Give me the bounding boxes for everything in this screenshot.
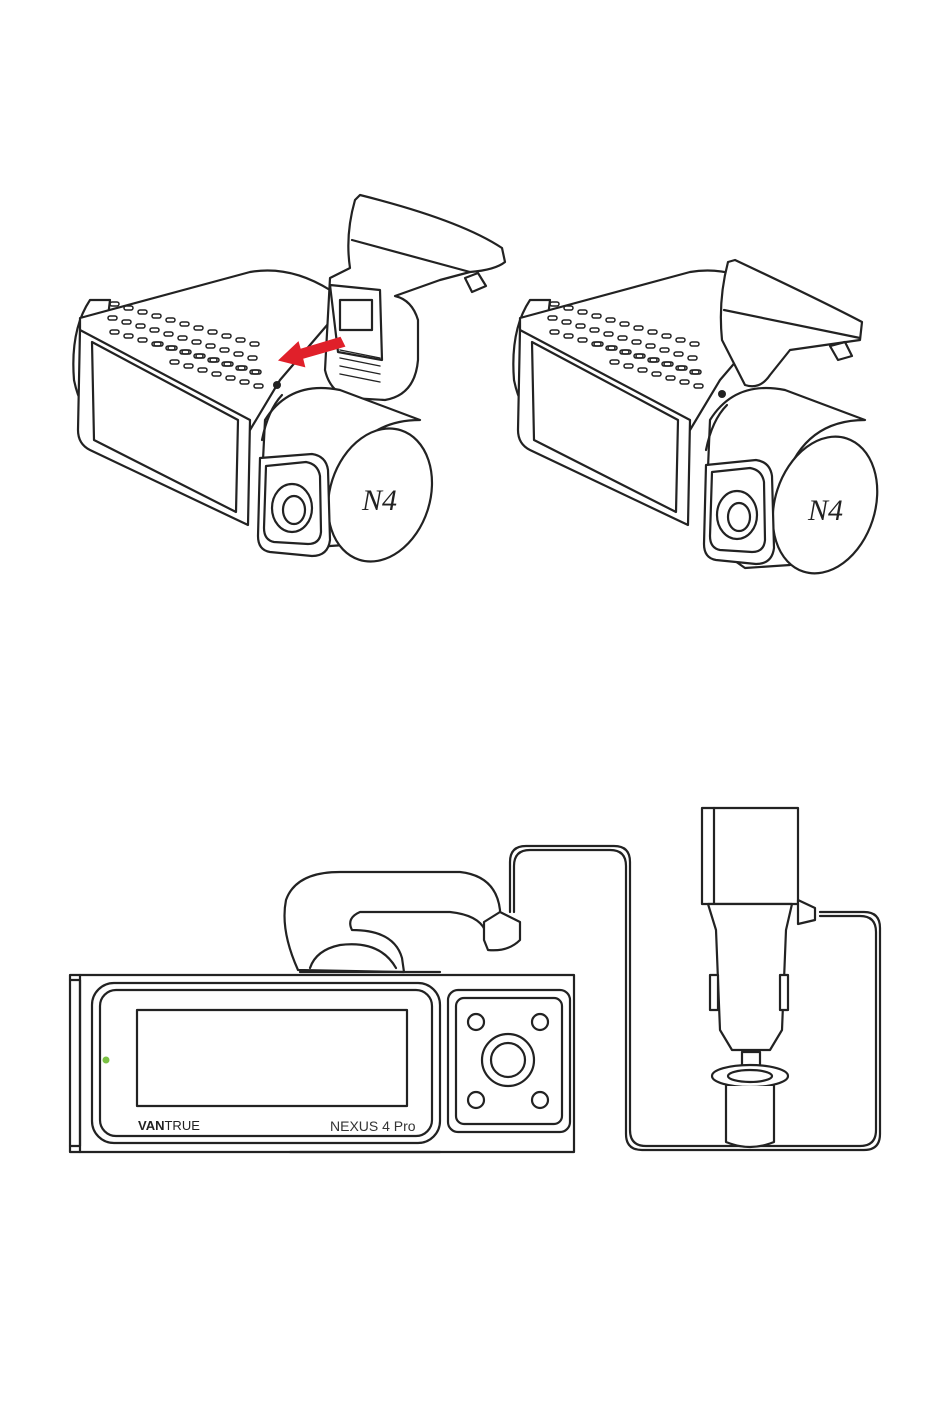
brand-logo: VANTRUE bbox=[138, 1118, 200, 1133]
figure-1-left-camera-with-detached-mount: N4 bbox=[73, 195, 505, 575]
model-name: NEXUS 4 Pro bbox=[330, 1118, 416, 1134]
usb-connector bbox=[484, 912, 520, 950]
front-lens-module bbox=[258, 454, 330, 556]
figure-1-right-camera-with-attached-mount: N4 bbox=[513, 260, 894, 587]
status-led bbox=[103, 1057, 110, 1064]
adhesive-mount-detached bbox=[325, 195, 505, 400]
charger-cable-jack bbox=[798, 900, 815, 924]
front-lens-module bbox=[704, 460, 774, 564]
adhesive-mount-attached bbox=[721, 260, 862, 386]
car-charger bbox=[702, 808, 815, 1147]
cigarette-socket bbox=[726, 1086, 774, 1147]
camera-mount-arch bbox=[285, 872, 521, 972]
charger-head bbox=[702, 808, 798, 904]
figure-2-camera-front-view-with-charger: VANTRUE NEXUS 4 Pro bbox=[70, 808, 880, 1152]
status-dot bbox=[273, 381, 281, 389]
display-screen bbox=[137, 1010, 407, 1106]
cabin-lens-module bbox=[448, 990, 570, 1132]
end-cap-logo: N4 bbox=[361, 484, 397, 517]
socket-rim bbox=[712, 1065, 788, 1087]
cabin-lens bbox=[482, 1034, 534, 1086]
end-cap-logo: N4 bbox=[807, 494, 843, 527]
status-dot bbox=[718, 390, 726, 398]
